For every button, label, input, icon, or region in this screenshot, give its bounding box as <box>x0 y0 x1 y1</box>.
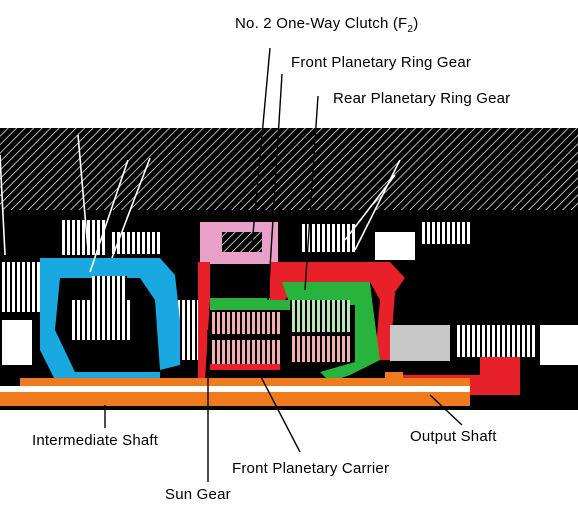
blue-clutch-drum <box>40 258 180 390</box>
label-rear-ring-gear: Rear Planetary Ring Gear <box>333 90 511 107</box>
rear-clutch-pack <box>300 222 578 365</box>
rear-planetary-ring-gear <box>210 282 380 382</box>
label-one-way-clutch: No. 2 One-Way Clutch (F2) <box>235 15 418 35</box>
left-clutch-pack <box>0 220 200 365</box>
label-output-shaft: Output Shaft <box>410 428 497 445</box>
label-front-ring-gear: Front Planetary Ring Gear <box>291 54 472 71</box>
label-sun-gear: Sun Gear <box>165 486 231 503</box>
label-one-way-clutch-close: ) <box>413 15 419 32</box>
label-intermediate-shaft: Intermediate Shaft <box>32 432 159 449</box>
front-planetary-carrier <box>210 300 350 364</box>
intermediate-shaft <box>0 372 470 406</box>
label-one-way-clutch-subscript: 2 <box>407 24 414 35</box>
one-way-clutch-f2 <box>200 222 278 264</box>
shaft-gap <box>0 386 470 392</box>
leader-lines <box>104 47 463 482</box>
label-front-carrier: Front Planetary Carrier <box>232 460 390 477</box>
leader-lines-left <box>0 134 401 273</box>
label-one-way-clutch-text: No. 2 One-Way Clutch (F <box>235 15 408 32</box>
